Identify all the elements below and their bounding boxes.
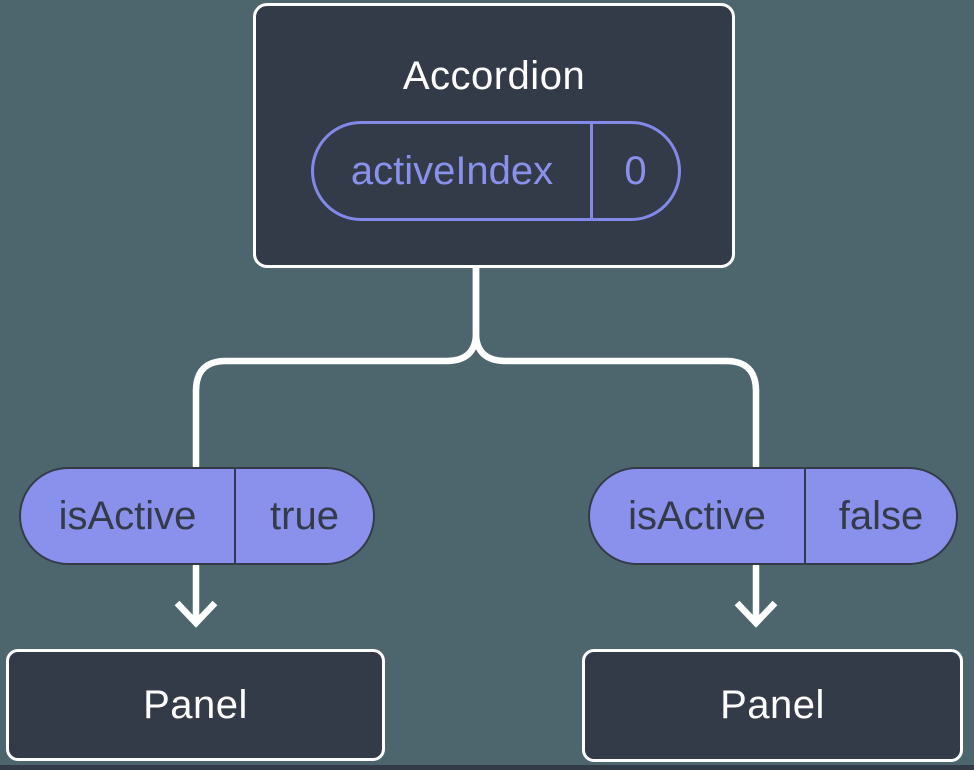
state-pill-value: 0	[590, 124, 678, 218]
accordion-node-title: Accordion	[402, 54, 586, 98]
panel-node-right: Panel	[582, 649, 963, 762]
prop-pill-right-value: false	[804, 469, 956, 563]
prop-pill-left-value: true	[234, 469, 373, 563]
panel-node-left: Panel	[6, 649, 385, 761]
fork-connector-right-path	[472, 268, 760, 470]
fork-connector-left-path	[192, 268, 480, 470]
panel-node-left-title: Panel	[143, 682, 248, 727]
arrow-left-head-icon	[174, 600, 218, 628]
prop-pill-right: isActive false	[588, 467, 958, 565]
state-pill-label: activeIndex	[350, 148, 554, 193]
bottom-edge-strip	[0, 765, 974, 770]
prop-pill-left-label: isActive	[58, 493, 197, 538]
prop-pill-right-label: isActive	[628, 493, 766, 538]
prop-pill-left: isActive true	[19, 467, 375, 565]
panel-node-right-title: Panel	[720, 683, 825, 727]
arrow-right-head-icon	[734, 600, 778, 628]
accordion-node: Accordion activeIndex 0	[253, 3, 735, 268]
state-pill: activeIndex 0	[311, 121, 681, 221]
